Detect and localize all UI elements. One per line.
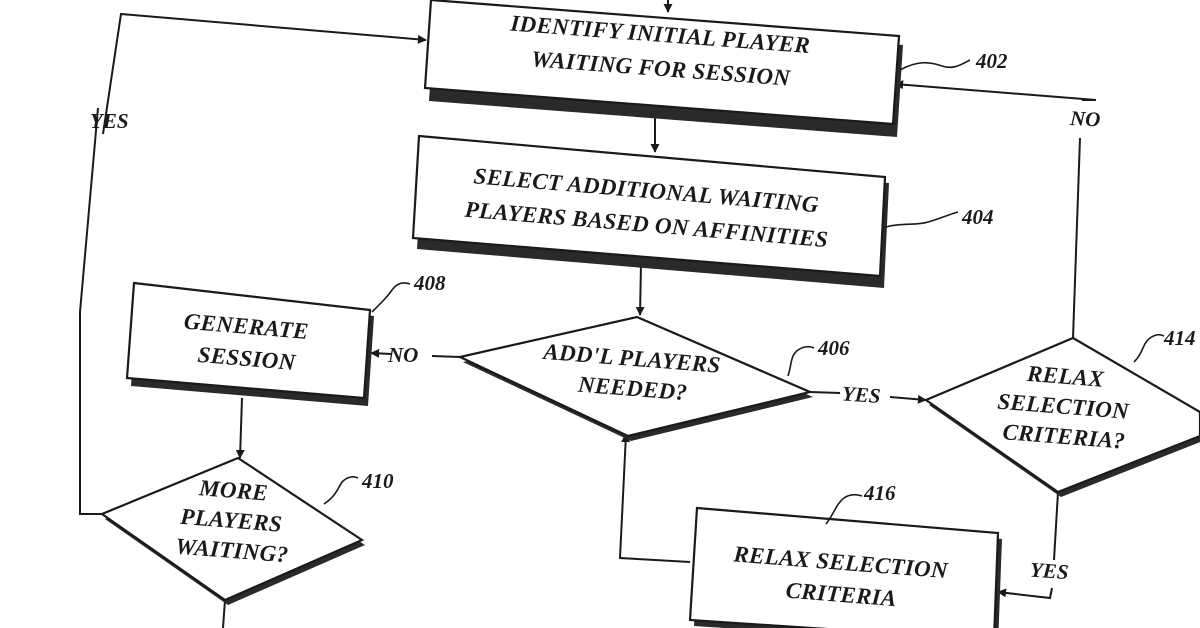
leader-410 <box>323 476 359 505</box>
ref-406: 406 <box>817 336 850 360</box>
decision-410: MORE PLAYERS WAITING? <box>99 456 365 605</box>
leader-402 <box>899 59 971 71</box>
line-406-no <box>431 355 461 358</box>
reference-numerals: 402 404 408 406 410 414 416 <box>323 49 1196 525</box>
arrow-414-no-to-402 <box>894 80 1097 101</box>
process-box-404: SELECT ADDITIONAL WAITING PLAYERS BASED … <box>411 134 889 288</box>
edge-label-406-yes: YES <box>841 381 881 408</box>
node-414-line1: RELAX <box>1025 361 1105 392</box>
line-410-down <box>222 599 226 628</box>
process-box-402: IDENTIFY INITIAL PLAYER WAITING FOR SESS… <box>423 0 903 137</box>
leader-404 <box>881 211 959 229</box>
line-414-no-lower <box>1072 137 1081 339</box>
process-box-416: RELAX SELECTION CRITERIA <box>688 506 1002 628</box>
arrow-406-to-414 <box>889 394 927 404</box>
leader-414 <box>1133 333 1165 363</box>
decision-406: ADD'L PLAYERS NEEDED? <box>456 315 814 441</box>
line-406-yes <box>809 391 841 394</box>
arrow-416-to-406 <box>618 433 691 563</box>
leader-416 <box>825 493 863 525</box>
ref-408: 408 <box>413 271 446 295</box>
ref-402: 402 <box>975 49 1008 73</box>
ref-416: 416 <box>863 481 896 505</box>
line-414-yes-upper <box>1053 491 1059 561</box>
ref-414: 414 <box>1163 326 1196 350</box>
edge-label-406-no: NO <box>387 343 418 367</box>
arrow-406-to-408 <box>370 348 393 358</box>
connectors <box>79 0 1097 628</box>
edge-label-414-no: NO <box>1068 106 1101 132</box>
process-box-408: GENERATE SESSION <box>125 281 374 406</box>
leader-408 <box>371 282 411 313</box>
decision-414: RELAX SELECTION CRITERIA? <box>923 336 1200 497</box>
arrow-408-to-410 <box>235 397 245 459</box>
ref-410: 410 <box>361 469 394 493</box>
node-410-line1: MORE <box>197 475 269 505</box>
leader-406 <box>787 345 815 377</box>
edge-label-410-yes: YES <box>90 109 129 133</box>
arrow-414-yes-to-416 <box>997 587 1053 600</box>
arrow-410-yes-to-402 <box>102 12 427 135</box>
arrow-404-to-406 <box>635 263 645 316</box>
edge-label-414-yes: YES <box>1029 557 1069 584</box>
edge-labels: YES NO NO YES YES <box>90 106 1101 584</box>
ref-404: 404 <box>961 205 994 229</box>
line-410-yes-lower <box>79 107 102 515</box>
